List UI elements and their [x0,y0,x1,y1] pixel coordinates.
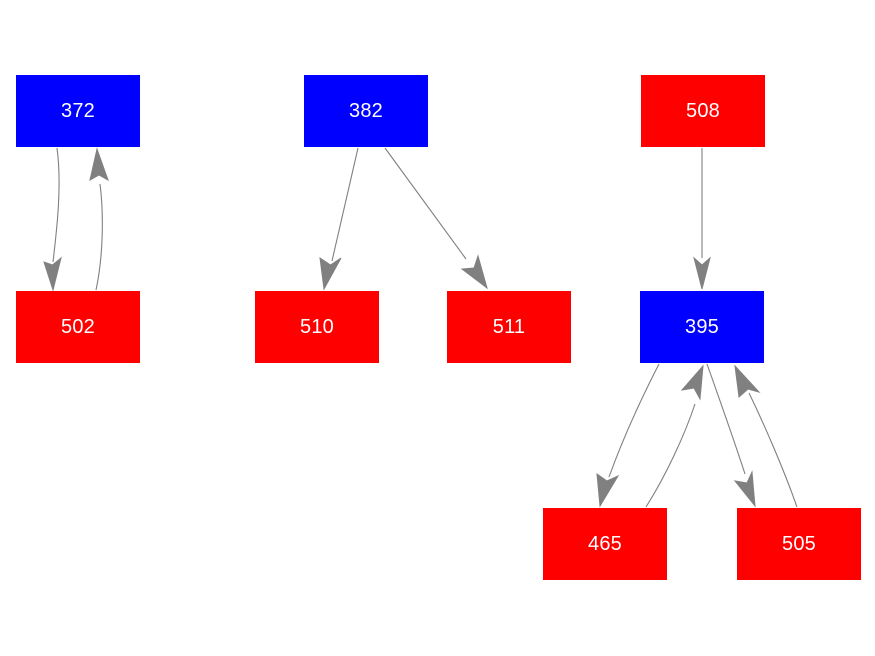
graph-node-372[interactable]: 372 [16,75,140,147]
edge-505-to-395 [734,364,798,508]
edge-line [331,147,359,262]
edge-508-to-395 [693,148,711,290]
edge-line [645,403,696,508]
graph-node-382[interactable]: 382 [304,75,428,147]
edge-line [748,392,798,508]
arrow-head-icon [693,256,711,290]
arrow-head-icon [89,147,109,182]
graph-node-label: 502 [61,316,95,338]
graph-node-label: 508 [686,100,720,122]
edge-502-to-372 [89,147,109,291]
edge-382-to-511 [384,147,488,290]
graph-node-511[interactable]: 511 [447,291,571,363]
graph-node-label: 372 [61,100,95,122]
arrow-head-icon [680,364,704,401]
graph-node-label: 465 [588,533,622,555]
graph-node-510[interactable]: 510 [255,291,379,363]
graph-node-label: 511 [492,316,526,338]
edge-395-to-505 [706,363,756,508]
edge-465-to-395 [645,364,704,508]
arrow-head-icon [733,470,756,508]
graph-node-502[interactable]: 502 [16,291,140,363]
edge-line [384,147,467,260]
edge-line [52,147,60,263]
arrow-head-icon [43,256,62,292]
graph-node-label: 382 [349,100,383,122]
edge-372-to-502 [43,147,62,292]
graph-node-505[interactable]: 505 [737,508,861,580]
graph-node-label: 510 [300,316,334,338]
graph-node-508[interactable]: 508 [641,75,765,147]
graph-node-465[interactable]: 465 [543,508,667,580]
arrow-head-icon [319,256,342,291]
arrow-head-icon [460,254,488,290]
edge-line [706,363,746,475]
edge-line [95,183,103,291]
graph-node-label: 395 [685,316,719,338]
arrow-head-icon [596,472,620,508]
graph-node-label: 505 [782,533,816,555]
graph-node-395[interactable]: 395 [640,291,764,363]
edge-395-to-465 [596,363,660,508]
edge-line [608,363,660,478]
edge-382-to-510 [319,147,359,291]
arrow-head-icon [734,364,761,399]
